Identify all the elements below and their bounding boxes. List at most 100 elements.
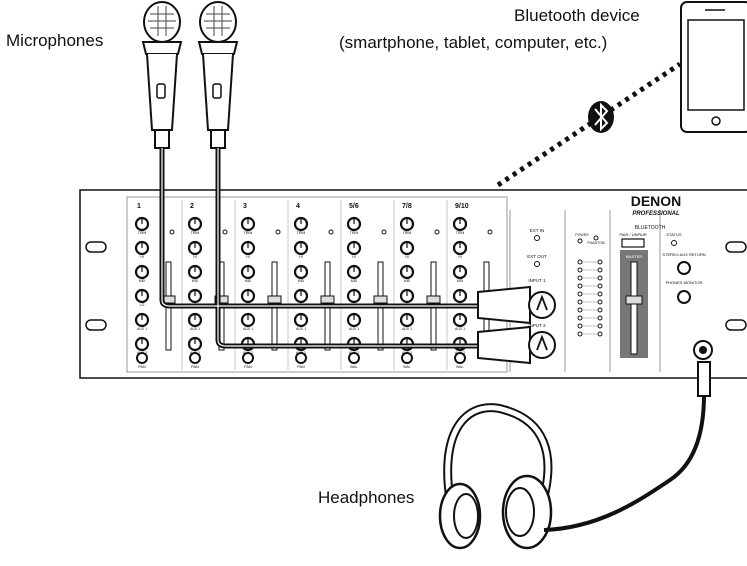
channel-number: 1 <box>137 203 141 210</box>
stereo-aux-return-label: STEREO AUX RETURN <box>662 252 705 257</box>
pair-button[interactable] <box>621 238 645 248</box>
meter-led-right <box>597 259 603 265</box>
knob-label: MID <box>298 279 305 283</box>
knob-label: TRIM <box>350 231 359 235</box>
pan-label: PAN <box>244 365 252 369</box>
knob-label: HI <box>246 255 250 259</box>
bluetooth-link-line <box>496 61 682 188</box>
pan-knob[interactable] <box>136 352 148 364</box>
pan-label: PAN <box>138 365 146 369</box>
stereo-aux-return-knob[interactable] <box>677 261 691 275</box>
master-fader[interactable] <box>625 295 643 305</box>
meter-led-left <box>577 291 583 297</box>
tablet-device <box>680 1 747 133</box>
input2-label: INPUT 2 <box>528 323 546 328</box>
bal-knob[interactable] <box>348 352 360 364</box>
knob-label: AUX 1 <box>455 327 465 331</box>
knob-label: AUX 1 <box>349 327 359 331</box>
meter-led-left <box>577 267 583 273</box>
knob-label: MID <box>192 279 199 283</box>
knob-label: MID <box>351 279 358 283</box>
knob-label: HI <box>405 255 409 259</box>
pan-knob[interactable] <box>242 352 254 364</box>
bal-label: BAL <box>456 365 463 369</box>
power-label: POWER <box>575 233 589 237</box>
status-label: STATUS <box>666 232 682 237</box>
channel-fader[interactable] <box>214 295 229 304</box>
channel-fader[interactable] <box>373 295 388 304</box>
pair-unpair-label: PAIR / UNPAIR <box>619 232 646 237</box>
meter-led-left <box>577 299 583 305</box>
knob-label: LO <box>140 303 145 307</box>
meter-led-left <box>577 283 583 289</box>
pan-knob[interactable] <box>295 352 307 364</box>
input1-label: INPUT 1 <box>528 278 546 283</box>
knob-label: MID <box>139 279 146 283</box>
mixer-brand: DENON <box>631 193 682 209</box>
microphone-1 <box>141 1 183 149</box>
meter-led-right <box>597 323 603 329</box>
peak-led <box>434 229 440 235</box>
channel-fader[interactable] <box>426 295 441 304</box>
meter-led-right <box>597 267 603 273</box>
xlr-plug-1 <box>477 285 556 325</box>
ext-out-label: EXT OUT <box>527 254 547 259</box>
phones-monitor-label: PHONES MONITOR <box>666 280 703 285</box>
pan-label: PAN <box>191 365 199 369</box>
meter-led-left <box>577 315 583 321</box>
ext-in-label: EXT IN <box>530 228 544 233</box>
meter-led-left <box>577 323 583 329</box>
microphones-label: Microphones <box>6 31 104 50</box>
headphones-label: Headphones <box>318 488 415 507</box>
knob-label: AUX 1 <box>190 327 200 331</box>
bal-knob[interactable] <box>454 352 466 364</box>
knob-label: TRIM <box>297 231 306 235</box>
status-led <box>671 240 677 246</box>
channel-number: 9/10 <box>455 203 469 210</box>
meter-led-right <box>597 331 603 337</box>
meter-led-right <box>597 275 603 281</box>
channel-number: 4 <box>296 203 300 210</box>
meter-led-right <box>597 299 603 305</box>
bluetooth-device-examples: (smartphone, tablet, computer, etc.) <box>339 33 608 52</box>
knob-label: TRIM <box>456 231 465 235</box>
meter-led-right <box>597 315 603 321</box>
channel-number: 5/6 <box>349 203 359 210</box>
knob-label: HI <box>352 255 356 259</box>
knob-label: TRIM <box>244 231 253 235</box>
bal-label: BAL <box>403 365 410 369</box>
peak-led <box>381 229 387 235</box>
knob-label: MID <box>404 279 411 283</box>
master-label: MASTER <box>626 254 643 259</box>
knob-label: TRIM <box>403 231 412 235</box>
level-meter <box>577 259 603 337</box>
meter-led-left <box>577 275 583 281</box>
headphone-cable <box>543 394 706 532</box>
knob-label: HI <box>193 255 197 259</box>
bluetooth-heading: BLUETOOTH <box>635 225 666 231</box>
bal-knob[interactable] <box>401 352 413 364</box>
knob-label: AUX 1 <box>402 327 412 331</box>
channel-fader[interactable] <box>320 295 335 304</box>
knob-label: AUX 1 <box>243 327 253 331</box>
peak-led <box>222 229 228 235</box>
meter-led-left <box>577 331 583 337</box>
phantom-label: PHANTOM <box>587 241 605 245</box>
phones-monitor-knob[interactable] <box>677 290 691 304</box>
pan-knob[interactable] <box>189 352 201 364</box>
channel-number: 2 <box>190 203 194 210</box>
channel-number: 7/8 <box>402 203 412 210</box>
bluetooth-device-label: Bluetooth device <box>514 6 640 25</box>
peak-led <box>328 229 334 235</box>
peak-led <box>487 229 493 235</box>
knob-label: MID <box>245 279 252 283</box>
headphone-plug <box>697 361 711 397</box>
peak-led <box>169 229 175 235</box>
knob-label: MID <box>457 279 464 283</box>
channel-fader[interactable] <box>267 295 282 304</box>
channel-number: 3 <box>243 203 247 210</box>
bal-label: BAL <box>350 365 357 369</box>
meter-led-right <box>597 307 603 313</box>
meter-led-right <box>597 283 603 289</box>
